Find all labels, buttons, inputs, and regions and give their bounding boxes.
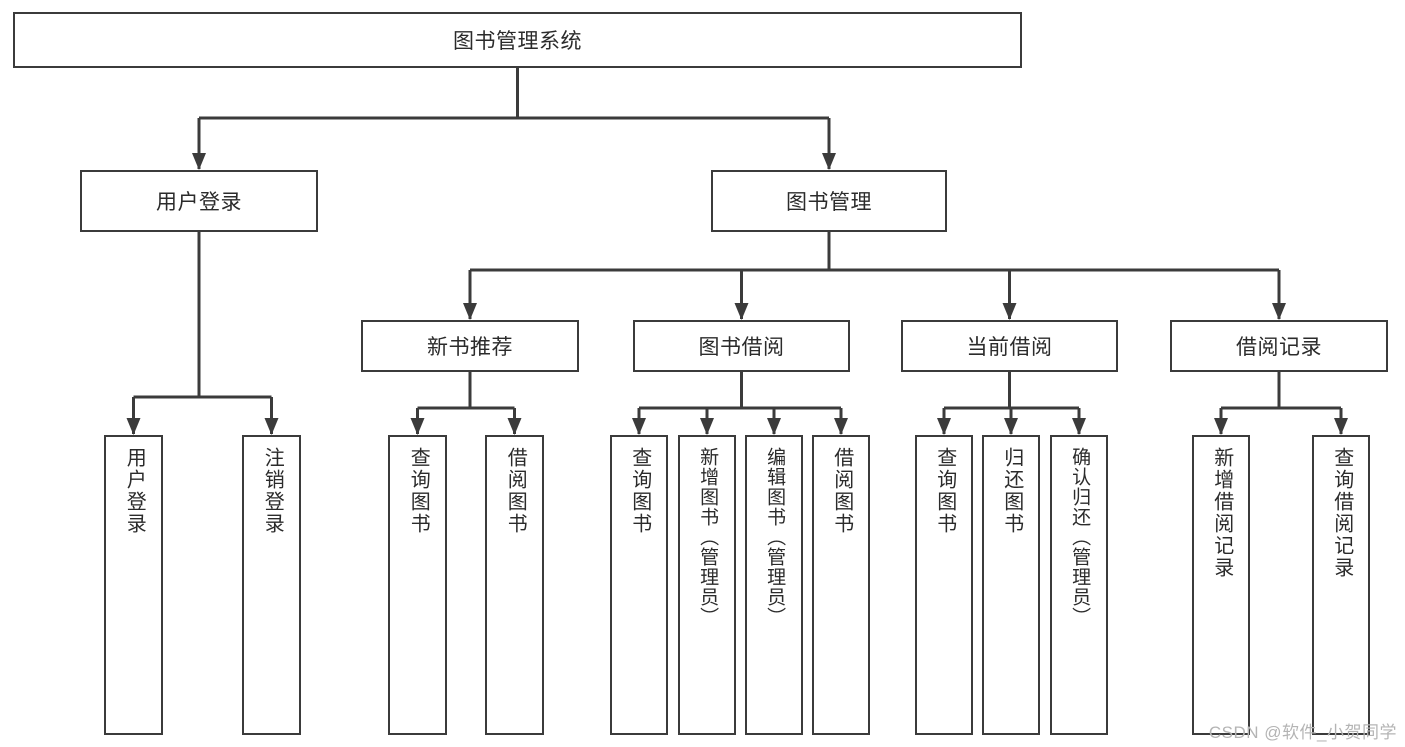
- node-label: 查询图书: [628, 447, 651, 535]
- node-label: 新书推荐: [427, 336, 513, 359]
- node-label: 借阅记录: [1236, 336, 1322, 359]
- node-n-query[interactable]: 查询图书: [388, 435, 447, 735]
- node-label: 图书借阅: [698, 336, 785, 359]
- node-c-confirm[interactable]: 确认归还（管理员）: [1050, 435, 1108, 735]
- node-l-login[interactable]: 用户登录: [104, 435, 163, 735]
- node-records[interactable]: 借阅记录: [1170, 320, 1388, 372]
- node-b-borrow[interactable]: 借阅图书: [812, 435, 870, 735]
- arrow-icon-b-edit: [767, 418, 781, 435]
- arrow-icon-n-query: [410, 418, 425, 435]
- node-label: 图书管理系统: [453, 30, 582, 53]
- arrow-icon-current: [1002, 303, 1017, 320]
- arrow-icon-borrow: [734, 303, 749, 320]
- node-label: 查询图书: [933, 447, 956, 535]
- node-label: 图书管理: [786, 191, 872, 214]
- node-bookmgmt[interactable]: 图书管理: [711, 170, 947, 232]
- node-borrow[interactable]: 图书借阅: [633, 320, 850, 372]
- arrow-icon-c-confirm: [1072, 418, 1086, 435]
- arrow-icon-l-login: [126, 418, 141, 435]
- node-r-add[interactable]: 新增借阅记录: [1192, 435, 1250, 735]
- arrow-icon-l-logout: [264, 418, 279, 435]
- node-r-query[interactable]: 查询借阅记录: [1312, 435, 1370, 735]
- arrow-icon-b-query: [632, 418, 646, 435]
- node-label: 用户登录: [156, 191, 242, 214]
- arrow-icon-c-query: [937, 418, 951, 435]
- node-n-borrow[interactable]: 借阅图书: [485, 435, 544, 735]
- arrow-icon-bookmgmt: [822, 153, 836, 170]
- node-current[interactable]: 当前借阅: [901, 320, 1118, 372]
- node-root[interactable]: 图书管理系统: [13, 12, 1022, 68]
- arrow-icon-r-add: [1214, 418, 1228, 435]
- arrow-icon-r-query: [1334, 418, 1348, 435]
- node-label: 当前借阅: [966, 336, 1053, 359]
- node-label: 用户登录: [123, 447, 146, 535]
- node-label: 确认归还（管理员）: [1069, 447, 1091, 627]
- node-l-logout[interactable]: 注销登录: [242, 435, 301, 735]
- node-b-query[interactable]: 查询图书: [610, 435, 668, 735]
- node-c-query[interactable]: 查询图书: [915, 435, 973, 735]
- node-label: 注销登录: [261, 447, 284, 535]
- arrow-icon-n-borrow: [507, 418, 522, 435]
- node-label: 查询借阅记录: [1330, 447, 1353, 579]
- arrow-icon-b-borrow: [834, 418, 848, 435]
- watermark: CSDN @软件_小贺同学: [1208, 723, 1397, 742]
- node-newbook[interactable]: 新书推荐: [361, 320, 579, 372]
- arrow-icon-c-return: [1004, 418, 1018, 435]
- node-label: 新增借阅记录: [1210, 447, 1233, 579]
- arrow-icon-records: [1272, 303, 1286, 320]
- arrow-icon-login: [192, 153, 206, 170]
- node-label: 借阅图书: [830, 447, 853, 535]
- node-label: 编辑图书（管理员）: [764, 447, 786, 627]
- node-c-return[interactable]: 归还图书: [982, 435, 1040, 735]
- arrow-icon-newbook: [463, 303, 477, 320]
- arrow-icon-b-add: [700, 418, 714, 435]
- node-label: 查询图书: [407, 447, 430, 535]
- node-label: 借阅图书: [504, 447, 527, 535]
- node-label: 归还图书: [1000, 447, 1023, 535]
- node-b-edit[interactable]: 编辑图书（管理员）: [745, 435, 803, 735]
- node-b-add[interactable]: 新增图书（管理员）: [678, 435, 736, 735]
- node-label: 新增图书（管理员）: [697, 447, 719, 627]
- node-login[interactable]: 用户登录: [80, 170, 318, 232]
